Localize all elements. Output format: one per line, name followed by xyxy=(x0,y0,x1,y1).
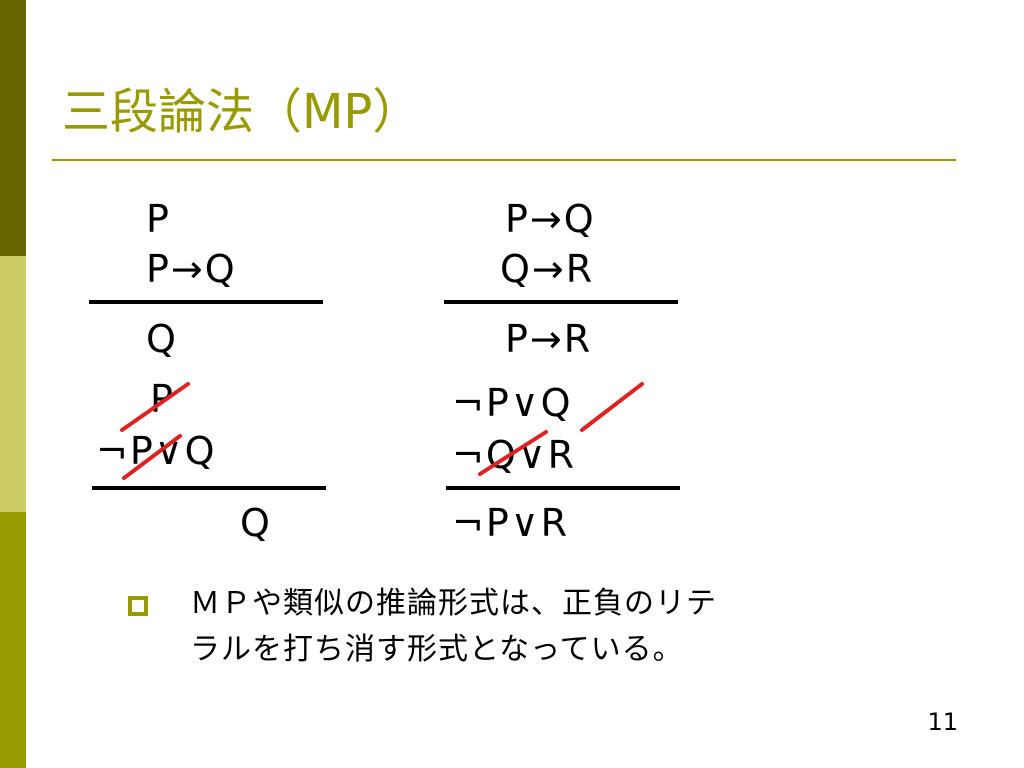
lb-premise2-rest: ∨Q xyxy=(154,429,217,473)
side-bar-light xyxy=(0,256,26,512)
bullet-text-line1: ＭＰや類似の推論形式は、正負のリテ xyxy=(190,586,717,621)
rb-premise2-rest: ∨R xyxy=(517,433,576,477)
rb-premise1-head: ¬P∨ xyxy=(452,381,541,425)
side-bar-olive xyxy=(0,512,26,768)
page-number: 11 xyxy=(927,708,958,736)
lb-conclusion: Q xyxy=(240,501,272,545)
lb-inference-line xyxy=(92,486,326,490)
title-underline xyxy=(52,159,956,161)
rb-conclusion: ¬P∨R xyxy=(452,501,569,545)
rt-inference-line xyxy=(444,300,678,304)
negation-symbol: ¬ xyxy=(96,429,130,473)
rt-premise1: P→Q xyxy=(505,197,596,241)
lt-conclusion: Q xyxy=(146,317,178,361)
slide-title: 三段論法（MP） xyxy=(62,84,421,140)
rb-inference-line xyxy=(446,486,680,490)
bullet-text-line2: ラルを打ち消す形式となっている。 xyxy=(190,632,684,667)
side-bar-dark xyxy=(0,0,26,256)
lb-premise2: ¬P∨Q xyxy=(96,428,217,474)
rb-premise1-literal: Q xyxy=(540,381,573,425)
strike-line xyxy=(478,430,548,476)
lt-inference-line xyxy=(89,300,323,304)
rb-premise1: ¬P∨Q xyxy=(452,380,573,426)
bullet-square-icon xyxy=(128,596,148,616)
lt-premise1: P xyxy=(146,197,171,241)
strike-line xyxy=(122,434,182,480)
strike-line xyxy=(580,382,644,432)
lt-premise2: P→Q xyxy=(146,247,237,291)
strike-line xyxy=(120,382,190,432)
rt-conclusion: P→R xyxy=(505,317,593,361)
negation-symbol: ¬ xyxy=(452,433,486,477)
rt-premise2: Q→R xyxy=(500,247,595,291)
rb-premise2: ¬Q∨R xyxy=(452,432,576,478)
lb-premise1: P xyxy=(150,377,175,421)
